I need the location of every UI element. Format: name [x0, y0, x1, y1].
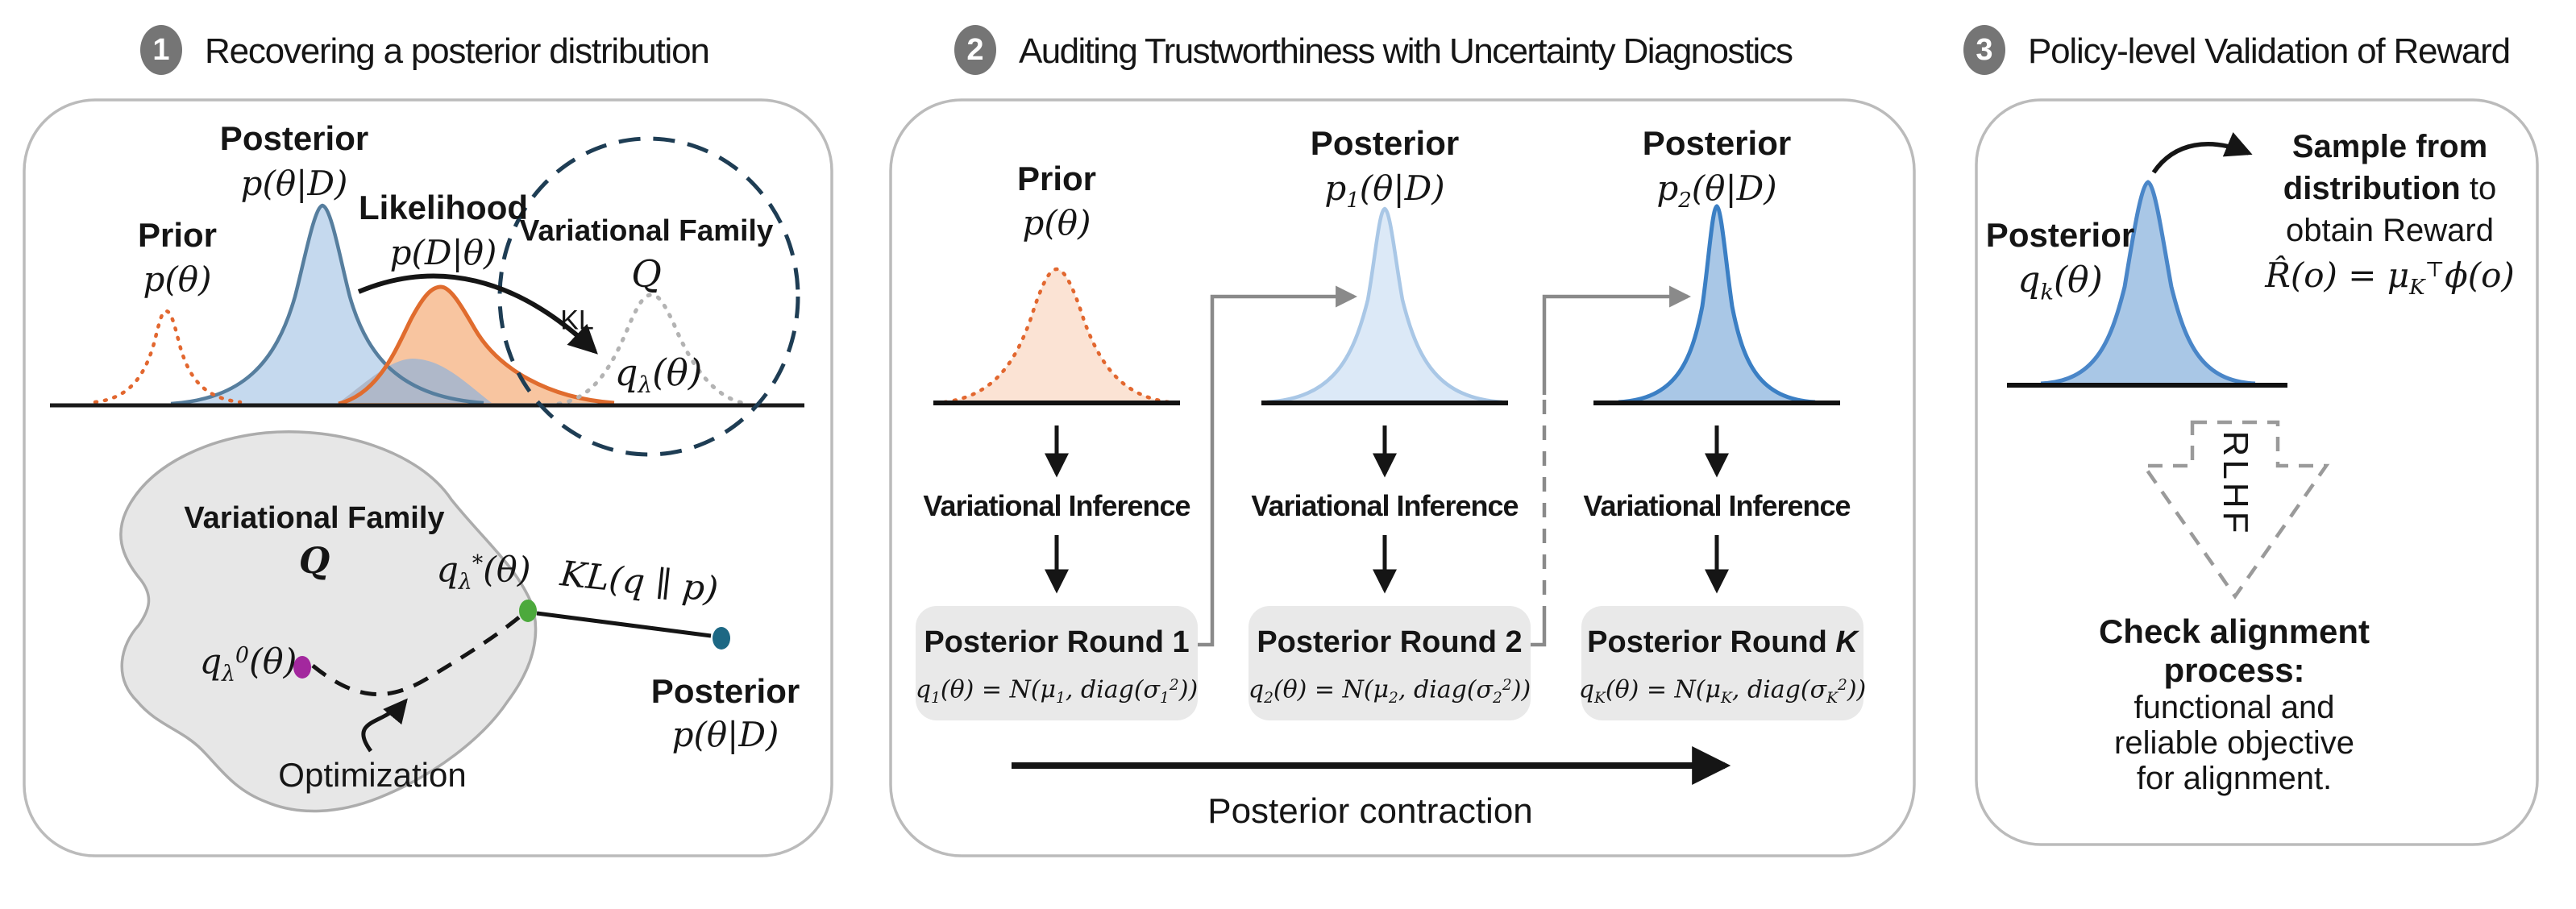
variational-family-blob [119, 430, 538, 813]
posterior-label: Posterior [219, 118, 369, 157]
round2-box-title: Posterior Round 2 [1257, 625, 1523, 660]
step1-title: Recovering a posterior distribution [205, 31, 710, 71]
connector-box2-lower [1531, 621, 1547, 647]
round-prior-dotted-outline [942, 267, 1187, 406]
q-init-dot [293, 656, 311, 679]
kl-arrow [357, 273, 598, 355]
col3-math: p2(θ|D) [1656, 168, 1777, 214]
optimization-path-dashed [311, 616, 521, 696]
prior-label: Prior [137, 215, 218, 254]
step2-badge: 2 [954, 25, 996, 75]
rlhf-label: RLHF [2216, 431, 2255, 537]
round1-box [916, 606, 1198, 720]
optimization-label: Optimization [278, 755, 467, 794]
sample-line3: obtain Reward [2286, 213, 2494, 248]
check-line5: for alignment. [2136, 761, 2333, 796]
round2-box-formula: q2(θ) = N(μ2, diag(σ22)) [1248, 675, 1531, 707]
round1-curve-fill [1267, 209, 1502, 402]
step2-title: Auditing Trustworthiness with Uncertaint… [1019, 31, 1793, 71]
qk-curve-fill [2041, 182, 2255, 384]
step1-badge: 1 [140, 25, 182, 75]
roundK-box-title: Posterior Round K [1587, 625, 1858, 660]
posterior-contraction-label: Posterior contraction [1207, 791, 1533, 831]
round-prior-fill [945, 269, 1169, 402]
reward-formula: R̂(o) = μK⊤ϕ(o) [2265, 255, 2515, 301]
round2-box [1249, 606, 1531, 720]
col3-vi-label: Variational Inference [1583, 489, 1851, 523]
q-star-label: qλ*(θ) [436, 550, 531, 595]
q-init-label: qλ0(θ) [199, 641, 297, 687]
posterior-curve-fill [171, 205, 484, 404]
roundK-box [1581, 606, 1863, 720]
qk-posterior-label: Posterior [1985, 215, 2135, 254]
posterior-dot-label: Posterior [650, 671, 800, 710]
step3-badge: 3 [1963, 25, 2005, 75]
variational-family-label: Variational Family [519, 214, 774, 247]
blob-q-label: Q [298, 540, 330, 582]
sample-line2: distribution to [2283, 171, 2497, 206]
kl-qp-line [536, 611, 712, 638]
likelihood-label: Likelihood [359, 188, 528, 226]
round1-box-formula: q1(θ) = N(μ1, diag(σ12)) [915, 675, 1199, 707]
prior-curve-dotted [93, 309, 243, 405]
col1-math: p(θ) [1022, 202, 1091, 243]
q-lambda-curve-dotted [556, 293, 749, 406]
round2-curve-outline [1618, 204, 1816, 405]
col2-title: Posterior [1310, 123, 1460, 162]
col1-vi-label: Variational Inference [923, 489, 1190, 523]
sample-arrow [2151, 131, 2253, 174]
variational-family-circle [497, 136, 800, 457]
step1-number: 1 [152, 32, 170, 67]
variational-family-q: Q [631, 251, 662, 296]
posterior-dot-math: p(θ|D) [671, 714, 779, 754]
prior-math: p(θ) [143, 259, 212, 299]
check-line2: process: [2163, 650, 2305, 689]
qk-curve-outline [2040, 180, 2256, 386]
kl-label: KL [560, 305, 594, 336]
col2-math: p1(θ|D) [1324, 168, 1445, 214]
step3-number: 3 [1976, 32, 1993, 67]
posterior-curve-outline [170, 203, 484, 406]
q-lambda-label: qλ(θ) [614, 351, 703, 398]
col1-title: Prior [1016, 159, 1097, 197]
likelihood-math: p(D|θ) [389, 232, 497, 272]
blob-variational-family-label: Variational Family [184, 501, 445, 536]
connector-box1-to-round1 [1198, 285, 1358, 647]
sample-line1: Sample from [2291, 129, 2488, 164]
check-line4: reliable objective [2114, 725, 2354, 761]
check-line3: functional and [2134, 690, 2335, 725]
q-star-dot [519, 600, 537, 622]
panel3-frame [1975, 98, 2539, 846]
connector-box2-to-round2 [1542, 285, 1692, 395]
round2-curve-fill [1618, 206, 1815, 402]
likelihood-curve-outline [338, 284, 615, 406]
round1-curve-outline [1266, 206, 1503, 405]
step3-title: Policy-level Validation of Reward [2028, 31, 2511, 71]
col2-vi-label: Variational Inference [1251, 489, 1519, 523]
posterior-dot [713, 627, 730, 650]
step2-number: 2 [966, 32, 984, 67]
roundK-box-formula: qK(θ) = N(μK, diag(σK2)) [1578, 675, 1867, 707]
posterior-math: p(θ|D) [240, 163, 348, 203]
qk-posterior-math: qk(θ) [2017, 259, 2103, 305]
overlap-region [339, 359, 492, 403]
rlhf-block-arrow [2140, 420, 2330, 600]
round1-box-title: Posterior Round 1 [924, 625, 1190, 660]
optimization-pointer-arrow [361, 698, 408, 753]
check-line1: Check alignment [2098, 612, 2370, 650]
col3-title: Posterior [1642, 123, 1792, 162]
